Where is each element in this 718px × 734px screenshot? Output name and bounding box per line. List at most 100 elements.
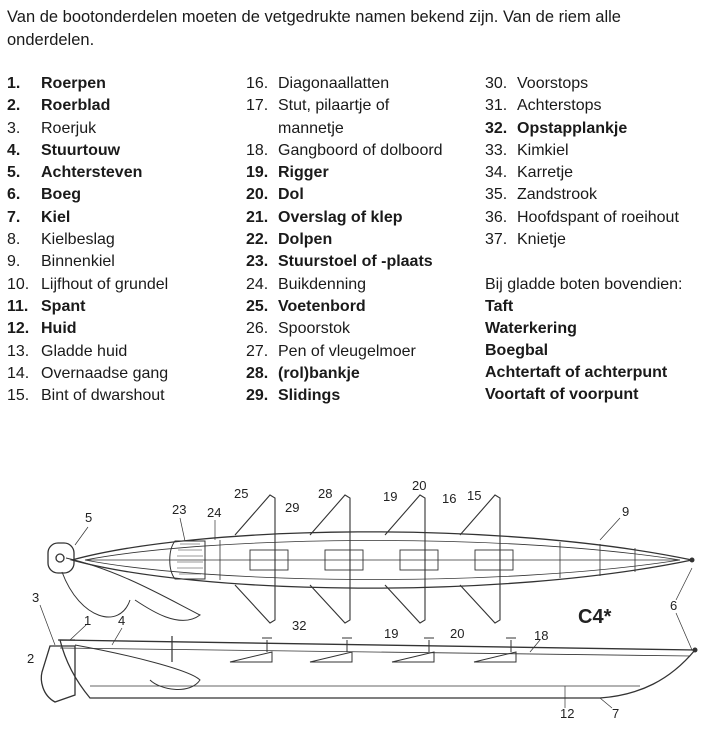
part-label: Achterstops	[517, 97, 602, 115]
part-item: 14.Overnaadse gang	[7, 363, 168, 385]
part-label: Gangboord of dolboord	[278, 141, 443, 159]
part-item: 2.Roerblad	[7, 95, 110, 117]
extra-item: Taft	[485, 298, 514, 315]
part-item: 9.Binnenkiel	[7, 251, 115, 273]
intro-text: Van de bootonderdelen moeten de vetgedru…	[7, 8, 621, 49]
part-label: Pen of vleugelmoer	[278, 342, 416, 360]
part-item: 22. Dolpen	[246, 229, 332, 251]
part-label: Stut, pilaartje of	[278, 97, 390, 115]
callout-4: 4	[118, 613, 125, 628]
callout-9: 9	[622, 504, 629, 519]
part-item: 5.Achtersteven	[7, 162, 142, 184]
part-number: 31.	[485, 97, 508, 115]
part-label: (rol)bankje	[278, 364, 360, 382]
part-number: 8.	[7, 231, 21, 249]
part-label: Spant	[41, 297, 86, 315]
part-item: 3.Roerjuk	[7, 118, 96, 140]
part-number: 6.	[7, 186, 21, 204]
part-label: Lijfhout of grundel	[41, 275, 169, 293]
part-item: 31. Achterstops	[485, 95, 601, 117]
extra-item: Boegbal	[485, 342, 549, 359]
part-number: 20.	[246, 186, 269, 204]
part-label: Boeg	[41, 186, 81, 204]
part-item: 27. Pen of vleugelmoer	[246, 341, 416, 363]
part-item: 25. Voetenbord	[246, 296, 366, 318]
part-item: 20.Dol	[246, 184, 304, 206]
callout-3: 3	[32, 590, 39, 605]
part-label: Knietje	[517, 231, 566, 249]
part-item: 35. Zandstrook	[485, 184, 597, 206]
part-number: 34.	[485, 164, 508, 182]
callout-18: 18	[534, 628, 548, 643]
part-number: 22.	[246, 231, 269, 249]
part-number: 19.	[246, 164, 269, 182]
callout-28: 28	[318, 486, 332, 501]
part-number: 3.	[7, 119, 21, 137]
callout-12: 12	[560, 706, 574, 721]
extra-item: Waterkering	[485, 320, 577, 337]
part-number: 13.	[7, 342, 30, 360]
callout-7: 7	[612, 706, 619, 721]
callout-25: 25	[234, 486, 248, 501]
part-item: 17. Stut, pilaartje of	[246, 95, 389, 117]
part-label: Kiel	[41, 208, 71, 226]
callout-5: 5	[85, 510, 92, 525]
callout-6: 6	[670, 598, 677, 613]
part-item: 11.Spant	[7, 296, 85, 318]
part-item: 29. Slidings	[246, 385, 340, 407]
part-item: 36.Hoofdspant of roeihout	[485, 207, 679, 229]
part-label: Slidings	[278, 387, 341, 405]
part-label: Bint of dwarshout	[41, 387, 165, 405]
callout-23: 23	[172, 502, 186, 517]
part-number: 29.	[246, 387, 269, 405]
part-label: Overslag of klep	[278, 208, 403, 226]
part-number: 25.	[246, 297, 269, 315]
part-label: Diagonaallatten	[278, 75, 390, 92]
part-item: 24.Buikdenning	[246, 274, 366, 296]
extra-item: Voortaft of voorpunt	[485, 386, 639, 403]
part-number: 27.	[246, 342, 269, 360]
part-item: 26.Spoorstok	[246, 318, 350, 340]
part-number: 12.	[7, 320, 30, 338]
part-number: 33.	[485, 141, 508, 159]
part-number: 37.	[485, 231, 508, 249]
part-label: Voorstops	[517, 75, 589, 92]
callout-19a: 19	[383, 489, 397, 504]
part-item: 1.Roerpen	[7, 73, 106, 95]
part-number: 4.	[7, 141, 21, 159]
part-number: 1.	[7, 75, 21, 92]
part-item: 13.Gladde huid	[7, 341, 127, 363]
callout-20b: 20	[450, 626, 464, 641]
part-item: 16.Diagonaallatten	[246, 73, 389, 95]
part-label: Voetenbord	[278, 297, 366, 315]
part-number: 17.	[246, 97, 269, 115]
part-number: 32.	[485, 119, 508, 137]
part-number: 14.	[7, 364, 30, 382]
part-label: Stuurtouw	[41, 141, 121, 159]
callout-15: 15	[467, 488, 481, 503]
part-item: 30.Voorstops	[485, 73, 588, 95]
rudder	[40, 645, 76, 703]
callout-32: 32	[292, 618, 306, 633]
callout-29: 29	[285, 500, 299, 515]
part-number: 35.	[485, 186, 508, 204]
part-label: Kimkiel	[517, 141, 569, 159]
part-number: 7.	[7, 208, 21, 226]
part-item: 7. Kiel	[7, 207, 70, 229]
callout-16: 16	[442, 491, 456, 506]
part-label: Kielbeslag	[41, 231, 115, 249]
boat-diagram: C4* 1 2 3 4 5 6 7 9 12 15 16 18 19 19 20…	[27, 478, 698, 721]
part-label: Stuurstoel of -plaats	[278, 253, 433, 271]
extra-item: Achtertaft of achterpunt	[485, 364, 668, 381]
part-label: Zandstrook	[517, 186, 598, 204]
part-number: 9.	[7, 253, 21, 271]
part-item: 34.Karretje	[485, 162, 573, 184]
part-item: 6. Boeg	[7, 184, 81, 206]
part-label: Dolpen	[278, 231, 333, 249]
part-number: 15.	[7, 387, 30, 405]
part-item: 4. Stuurtouw	[7, 140, 120, 162]
part-number: 21.	[246, 208, 269, 226]
part-number: 2.	[7, 97, 21, 115]
part-number: 23.	[246, 253, 269, 271]
